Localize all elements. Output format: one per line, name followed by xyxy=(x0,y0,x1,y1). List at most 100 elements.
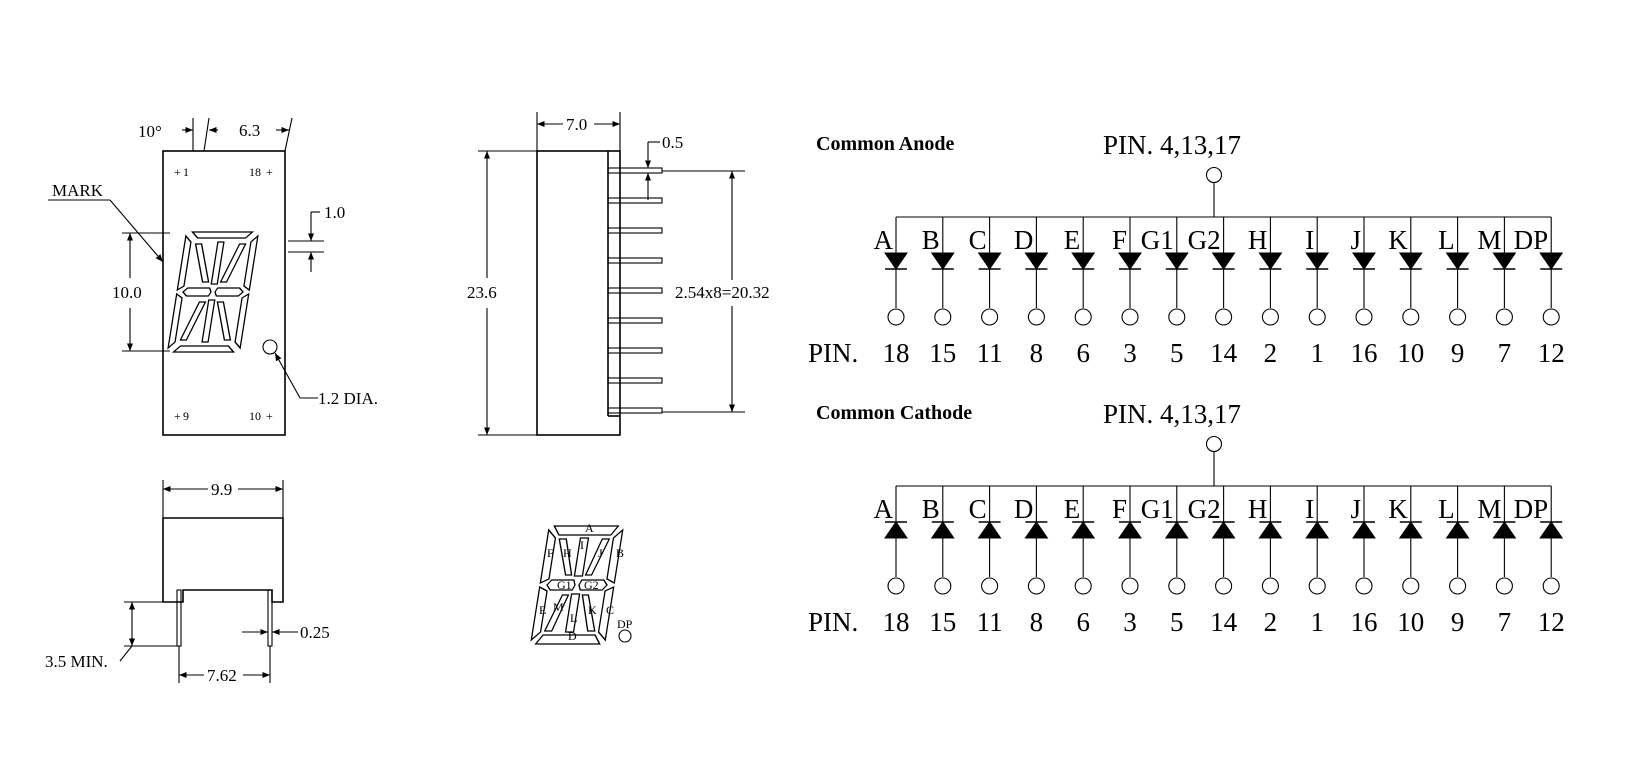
pin-prefix: PIN. xyxy=(808,338,858,368)
pin-terminal xyxy=(1308,308,1326,326)
mark-label: MARK xyxy=(52,181,104,200)
corner-label-9: 9 xyxy=(183,409,189,423)
common-pin-terminal xyxy=(1205,166,1223,184)
segment-label: G2 xyxy=(1188,494,1221,524)
diode-symbol xyxy=(1071,252,1096,270)
pin-terminal xyxy=(1542,308,1560,326)
led-e: E6 xyxy=(1064,486,1096,637)
pin-terminal xyxy=(887,577,905,595)
pin-number: 10 xyxy=(1397,607,1424,637)
led-f: F3 xyxy=(1112,217,1142,368)
led-f: F3 xyxy=(1112,486,1142,637)
segment-diagram: A B C D E F G1 G2 H I J K L M DP xyxy=(530,521,633,645)
pin-number: 1 xyxy=(1310,338,1324,368)
pin-number: 14 xyxy=(1210,338,1238,368)
circuit-common-anode: Common Anode PIN. 4,13,17 PIN. A18B15C11… xyxy=(808,130,1565,368)
segment-label: D xyxy=(1014,225,1034,255)
seg-label-h: H xyxy=(563,546,572,560)
front-view: 10° 6.3 MARK + 1 18 + + 9 10 + 1.0 10.0 xyxy=(48,117,378,436)
pin-terminal xyxy=(887,308,905,326)
diode-symbol xyxy=(1258,252,1283,270)
diode-symbol xyxy=(1164,521,1189,539)
diode-symbol xyxy=(1492,521,1517,539)
diode-symbol xyxy=(1445,252,1470,270)
pin-terminal xyxy=(1495,577,1513,595)
dim-pin-len: 3.5 MIN. xyxy=(45,652,108,671)
pin-number: 5 xyxy=(1170,607,1184,637)
led-g2: G2 14 xyxy=(1188,217,1238,368)
segment-label: A xyxy=(874,494,894,524)
diode-symbol xyxy=(1211,252,1236,270)
led-g1: G1 5 xyxy=(1141,217,1189,368)
diode-symbol xyxy=(1492,252,1517,270)
dim-height: 10.0 xyxy=(112,283,142,302)
pin-number: 5 xyxy=(1170,338,1184,368)
diode-symbol xyxy=(1539,521,1564,539)
segment-label: G1 xyxy=(1141,494,1174,524)
diode-symbol xyxy=(1398,252,1423,270)
segment-label: DP xyxy=(1514,225,1549,255)
common-pin-label: PIN. 4,13,17 xyxy=(1103,399,1241,429)
dim-pin: 0.5 xyxy=(662,133,683,152)
pin18-marker: + xyxy=(266,165,273,179)
dim-pitch: 2.54x8=20.32 xyxy=(675,283,770,302)
led-a: A18 xyxy=(874,217,910,368)
diode-symbol xyxy=(1071,521,1096,539)
seg-label-i: I xyxy=(580,538,584,552)
seg-label-dp: DP xyxy=(617,617,633,631)
pin-terminal xyxy=(1542,577,1560,595)
pin-terminal xyxy=(1027,308,1045,326)
pin-number: 18 xyxy=(883,338,910,368)
led-b: B15 xyxy=(922,486,956,637)
pin-terminal xyxy=(934,308,952,326)
segment-label: F xyxy=(1112,494,1127,524)
dim-total-height: 23.6 xyxy=(467,283,497,302)
pin-number: 15 xyxy=(929,607,956,637)
pin-terminal xyxy=(1074,308,1092,326)
pin-terminal xyxy=(1121,308,1139,326)
pin-terminal xyxy=(981,577,999,595)
led-h: H2 xyxy=(1248,486,1283,637)
diode-symbol xyxy=(1539,252,1564,270)
circuit-title: Common Cathode xyxy=(816,402,972,424)
seg-label-e: E xyxy=(539,603,546,617)
led-k: K10 xyxy=(1388,217,1424,368)
pin-terminal xyxy=(1402,308,1420,326)
pin-number: 1 xyxy=(1310,607,1324,637)
seg-label-f: F xyxy=(547,546,554,560)
diode-symbol xyxy=(1258,521,1283,539)
circuit-title: Common Anode xyxy=(816,133,954,155)
side-view: 7.0 0.5 23.6 2.54x8=20.32 xyxy=(467,112,770,436)
pin-number: 12 xyxy=(1538,607,1565,637)
pin-terminal xyxy=(1168,577,1186,595)
diode-symbol xyxy=(1352,521,1376,539)
dim-pin-spacing: 7.62 xyxy=(207,666,237,685)
seg-label-d: D xyxy=(568,629,577,643)
segment-label: M xyxy=(1477,225,1501,255)
pin-terminal xyxy=(1215,308,1233,326)
segment-label: H xyxy=(1248,225,1268,255)
pin-terminal xyxy=(1449,308,1467,326)
pin-number: 3 xyxy=(1123,607,1137,637)
seg-label-g2: G2 xyxy=(584,578,599,592)
display-body xyxy=(162,150,286,436)
pin-number: 15 xyxy=(929,338,956,368)
pin-number: 8 xyxy=(1030,338,1044,368)
pin-terminal xyxy=(981,308,999,326)
segment-label: I xyxy=(1305,225,1314,255)
pin-number: 10 xyxy=(1397,338,1424,368)
led-i: I1 xyxy=(1305,217,1330,368)
segment-label: G2 xyxy=(1188,225,1221,255)
bottom-view: 9.9 3.5 MIN. 0.25 7.62 xyxy=(45,480,330,685)
seg-label-j: J xyxy=(598,546,603,560)
segment-label: G1 xyxy=(1141,225,1174,255)
dim-width-top: 6.3 xyxy=(239,121,260,140)
led-l: L9 xyxy=(1438,486,1470,637)
dim-width: 9.9 xyxy=(211,480,232,499)
led-j: J16 xyxy=(1350,217,1378,368)
dim-angle: 10° xyxy=(138,122,162,141)
side-pins xyxy=(607,167,663,414)
